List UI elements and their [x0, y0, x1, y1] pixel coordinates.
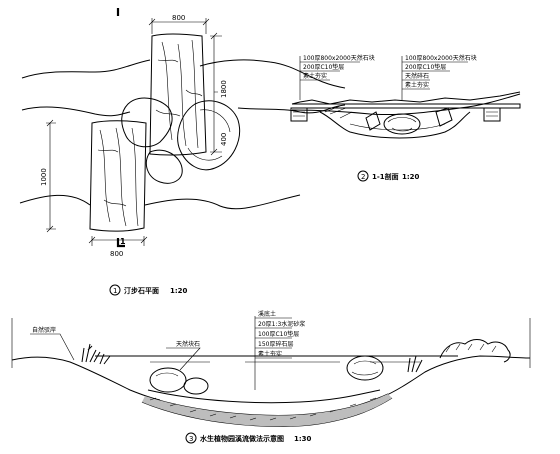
section3-caption-number: 3: [189, 435, 193, 443]
dim-right-lower-label: 400: [220, 133, 228, 146]
plan-caption: 汀步石平面: [124, 286, 159, 295]
stepping-stone-plan: 800 800 1000 1800 400 1 1 汀步石平面 1:20: [19, 8, 346, 296]
stream-boulder-right: [346, 355, 384, 381]
left-bank-note: 自然驳岸: [32, 326, 56, 334]
section3-layer-note: 150厚碎石层: [258, 340, 293, 348]
section1-caption-number: 2: [361, 173, 365, 181]
section3-layer-note: 20厚1:3水泥砂浆: [258, 320, 305, 328]
section1-left-note: 200厚C10垫层: [303, 63, 344, 71]
section1-caption: 1-1剖面: [372, 172, 399, 181]
section1-left-note: 100厚800x2000天然石块: [303, 54, 375, 62]
section3-caption-scale: 1:30: [294, 435, 312, 443]
center-stone-note: 天然块石: [176, 340, 200, 348]
plan-caption-scale: 1:20: [170, 287, 188, 295]
section1-caption-circle: [357, 170, 369, 182]
section1-left-note: 素土夯实: [303, 72, 327, 80]
plan-caption-number: 1: [113, 287, 117, 295]
section1-caption-scale: 1:20: [402, 173, 420, 181]
plan-caption-circle: [109, 284, 121, 296]
dim-bottom-label: 800: [110, 250, 123, 258]
section1-right-note: 100厚800x2000天然石块: [405, 54, 477, 62]
stream-section: 自然驳岸 天然块石 溪底土 20厚1:3水泥砂浆 100厚C10垫层 150厚碎石层素…: [11, 310, 531, 444]
section3-layer-note: 100厚C10垫层: [258, 330, 299, 338]
section3-layer-note: 溪底土: [258, 310, 276, 318]
section1-right-note: 素土夯实: [405, 81, 429, 89]
section1-right-note: 200厚C10垫层: [405, 63, 446, 71]
dim-top-label: 800: [172, 14, 185, 22]
left-footing: [290, 107, 308, 122]
section-boulder: [383, 113, 421, 135]
stream-boulder-mid: [183, 377, 209, 395]
section3-layer-note: 素土夯实: [258, 350, 282, 358]
section3-caption: 水生植物园溪流做法示意图: [200, 434, 284, 443]
section3-caption-circle: [185, 432, 197, 444]
section1-right-note: 天然碎石: [405, 72, 429, 80]
dim-left-label: 1000: [40, 168, 48, 186]
stream-boulder-left: [149, 367, 187, 393]
section-mark-label: 1: [120, 237, 126, 246]
right-footing: [483, 107, 501, 122]
dim-right-upper-label: 1800: [220, 80, 228, 98]
